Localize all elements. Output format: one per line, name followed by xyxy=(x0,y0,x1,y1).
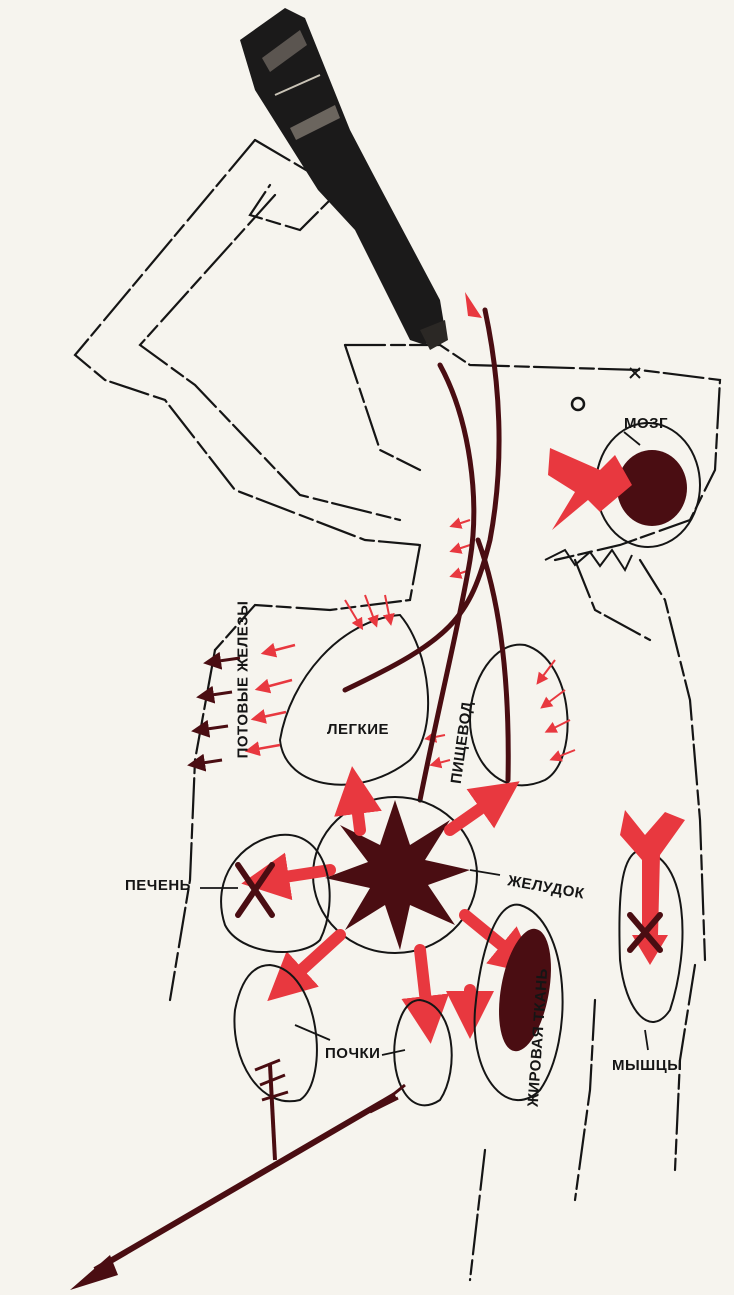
label-kidneys: ПОЧКИ xyxy=(325,1046,380,1061)
eye-icon xyxy=(572,398,584,410)
brain-arrow-icon xyxy=(548,448,632,530)
sweat-gland-arrows xyxy=(252,645,295,750)
label-liver: ПЕЧЕНЬ xyxy=(125,878,191,893)
down-left-arrow-icon xyxy=(70,1255,118,1290)
liver xyxy=(221,835,330,952)
excretion-arrow xyxy=(70,1060,405,1290)
brain xyxy=(545,423,700,570)
muscles xyxy=(619,810,685,1022)
upward-arrow-icon xyxy=(465,292,482,318)
label-sweat-glands: ПОТОВЫЕ ЖЕЛЕЗЫ xyxy=(236,585,251,775)
label-brain: МОЗГ xyxy=(624,416,668,431)
sweat-gland-dark-arrows xyxy=(196,658,240,764)
liver-x-icon xyxy=(238,865,272,915)
label-muscles: МЫШЦЫ xyxy=(612,1058,682,1073)
label-lungs: ЛЕГКИЕ xyxy=(327,722,389,737)
bottle-icon xyxy=(240,8,448,350)
lungs xyxy=(280,615,568,785)
